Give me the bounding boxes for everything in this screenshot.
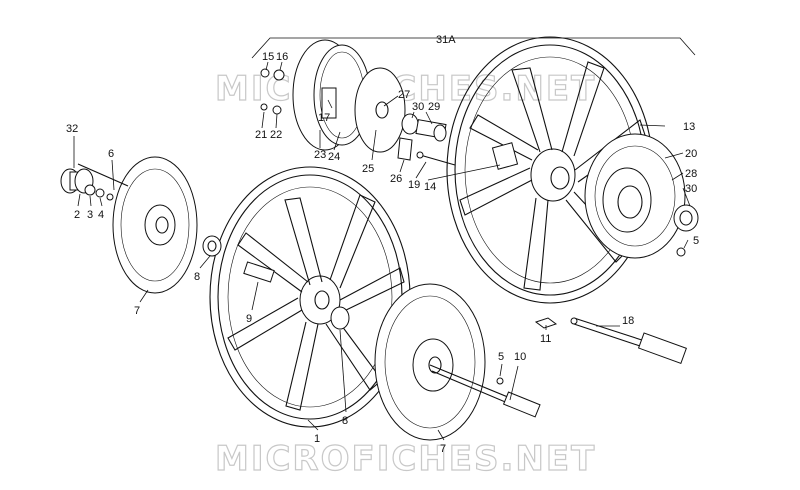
label-19: 19 [408,179,420,191]
label-31A: 31A [436,34,456,46]
front-axle [429,364,541,418]
front-left-hardware [60,163,129,201]
label-24: 24 [328,151,340,163]
front-brake-disc-right [374,283,486,441]
label-15: 15 [262,51,274,63]
label-4: 4 [98,209,104,221]
label-8-bottom: 8 [342,415,348,427]
label-2: 2 [74,209,80,221]
label-20: 20 [685,148,697,160]
front-spacer [243,261,275,283]
label-3: 3 [87,209,93,221]
label-1: 1 [314,433,320,445]
front-brake-disc-left [112,156,198,294]
label-29: 29 [428,101,440,113]
label-16: 16 [276,51,288,63]
front-bearing-left [202,235,222,257]
label-25: 25 [362,163,374,175]
rear-axle [570,317,687,365]
label-17: 17 [318,112,330,124]
label-7-left: 7 [134,305,140,317]
rear-bearing-right [673,204,699,257]
label-10: 10 [514,351,526,363]
part-labels: 15 16 17 21 22 23 24 25 26 27 30 29 19 1… [66,51,699,455]
rear-cush-drive [292,39,413,161]
label-30-right: 30 [685,183,697,195]
clip-part [534,317,558,329]
label-5-right: 5 [693,235,699,247]
label-13: 13 [683,121,695,133]
label-11: 11 [540,333,551,345]
label-23: 23 [314,149,326,161]
rear-small-hardware [260,68,456,166]
leader-lines [73,61,691,441]
watermark-bottom: MICROFICHES.NET [215,439,596,479]
label-14: 14 [424,181,436,193]
label-7-bottom: 7 [440,443,446,455]
label-21: 21 [255,129,267,141]
label-28: 28 [685,168,697,180]
label-22: 22 [270,129,282,141]
label-26: 26 [390,173,402,185]
label-6: 6 [108,148,114,160]
label-27: 27 [398,89,410,101]
label-18: 18 [622,315,634,327]
label-9: 9 [246,313,252,325]
label-30-top: 30 [412,101,424,113]
label-5-bottom: 5 [498,351,504,363]
rear-brake-disc [584,133,686,259]
label-32: 32 [66,123,78,135]
label-8-left: 8 [194,271,200,283]
assembly-bracket-31a: 31A [251,34,696,59]
